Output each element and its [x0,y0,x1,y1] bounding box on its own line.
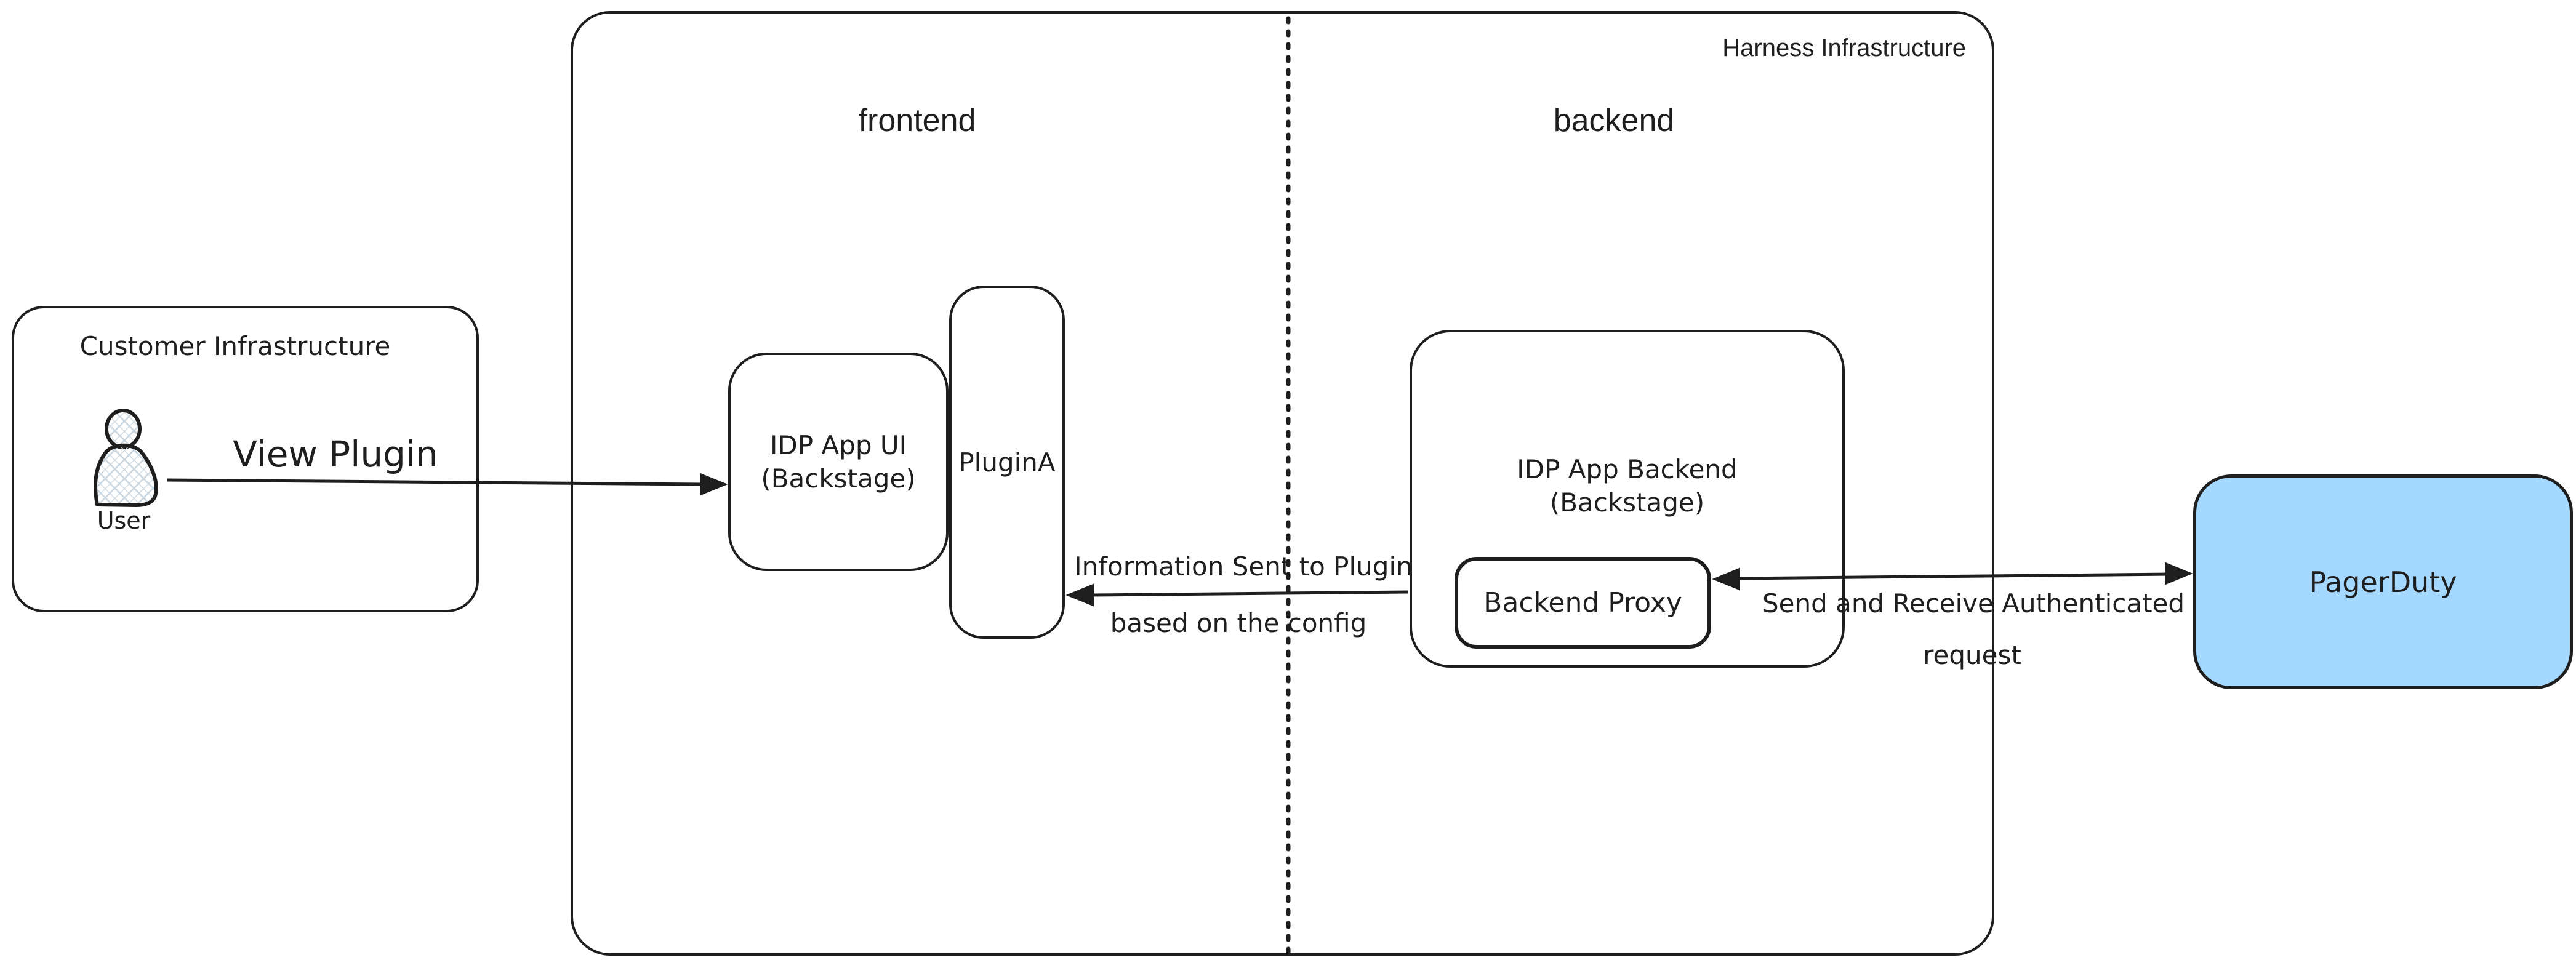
idp-app-ui-label-line2: (Backstage) [761,463,916,494]
plugin-a-label: PluginA [958,447,1056,478]
idp-app-backend-label-line1: IDP App Backend [1517,454,1738,484]
customer-infrastructure-title: Customer Infrastructure [79,331,391,361]
customer-infrastructure-box [12,306,479,612]
view-plugin-arrow-label: View Plugin [233,433,438,475]
pagerduty-box: PagerDuty [2193,474,2573,689]
idp-app-backend-label-line2: (Backstage) [1549,487,1705,518]
auth-arrow-label-line1: Send and Receive Authenticated [1762,588,2185,618]
user-label: User [97,507,151,534]
backend-proxy-label: Backend Proxy [1483,587,1682,618]
auth-arrow-label-line2: request [1923,640,2021,670]
idp-app-backend-label: IDP App Backend (Backstage) [1517,453,1737,519]
idp-app-ui-box: IDP App UI (Backstage) [728,353,949,571]
info-arrow-label-line1: Information Sent to Plugin [1074,551,1413,582]
frontend-section-label: frontend [858,103,976,138]
backend-proxy-box: Backend Proxy [1455,557,1711,649]
idp-app-ui-label-line1: IDP App UI [770,430,907,460]
plugin-a-box: PluginA [949,286,1065,639]
info-arrow-label-line2: based on the config [1110,608,1367,638]
pagerduty-label: PagerDuty [2309,565,2457,599]
harness-infrastructure-title: Harness Infrastructure [1722,34,1966,62]
backend-section-label: backend [1553,103,1675,138]
